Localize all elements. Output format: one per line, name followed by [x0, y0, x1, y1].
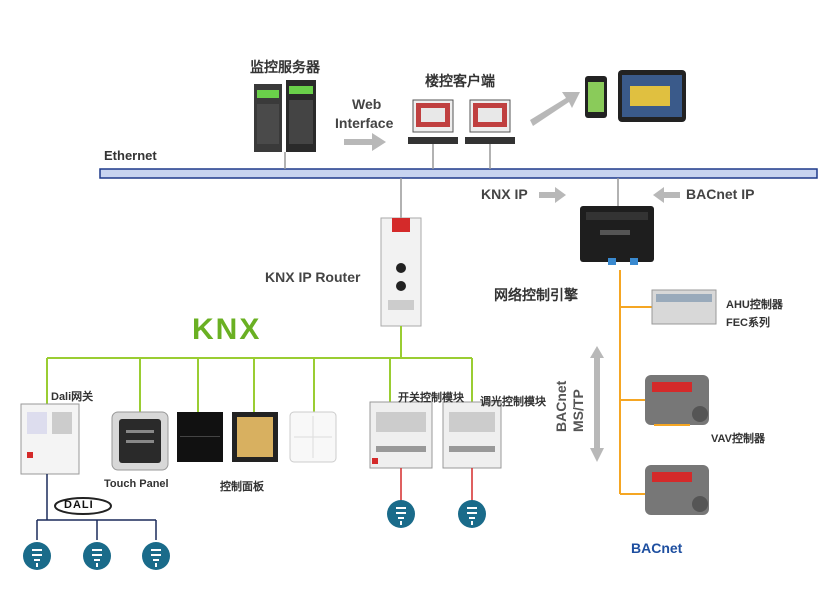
bacnet-mstp-label-1: BACnet [553, 380, 569, 432]
monitor-server-label: 监控服务器 [250, 59, 320, 75]
fec-series-label: FEC系列 [726, 317, 770, 329]
web-interface-label-1: Web [352, 96, 382, 112]
knx-ip-label: KNX IP [481, 186, 528, 202]
building-client-label: 楼控客户端 [425, 73, 495, 89]
knx-bus [46, 326, 473, 412]
knx-logo: KNX [192, 313, 262, 346]
bacnet-mstp-label-2: MS/TP [570, 389, 586, 432]
mobile-arrow [530, 92, 580, 126]
monitor-server-image [254, 80, 316, 152]
knx-ip-router-image [380, 217, 422, 327]
bacnet-logo: BACnet [631, 540, 683, 556]
dali-gateway-label: Dali网关 [51, 391, 94, 403]
vav-controller-2-image [645, 465, 709, 515]
control-panel-label: 控制面板 [220, 481, 264, 493]
ahu-controller-image [651, 289, 717, 325]
control-panel-2-image [232, 412, 278, 462]
network-engine-image [580, 206, 654, 265]
bacnet-mstp-bus [619, 270, 652, 495]
knx-ip-router-label: KNX IP Router [265, 269, 361, 285]
dali-logo [54, 497, 112, 515]
dali-gateway-image [20, 403, 80, 475]
control-panel-3-image [289, 411, 337, 463]
dali-bus [36, 474, 157, 540]
mstp-arrow [590, 346, 604, 462]
client-computers-image [408, 99, 515, 144]
control-panel-1-image [177, 412, 223, 462]
knx-ip-arrow [539, 187, 566, 203]
switch-module-label: 开关控制模块 [398, 392, 464, 404]
web-interface-label-2: Interface [335, 115, 394, 131]
switch-module-image [369, 401, 433, 469]
network-engine-label: 网络控制引擎 [494, 287, 578, 303]
touch-panel-label: Touch Panel [104, 478, 169, 490]
ethernet-label: Ethernet [104, 148, 157, 163]
dimming-module-image [442, 401, 502, 469]
touch-panel-image [111, 411, 169, 471]
mobile-devices-image [585, 70, 686, 122]
vav-controller-label: VAV控制器 [711, 433, 765, 445]
vav-controller-1-image [645, 375, 709, 425]
ethernet-bus [99, 168, 818, 179]
dimming-module-label: 调光控制模块 [480, 396, 546, 408]
ahu-controller-label: AHU控制器 [726, 299, 783, 311]
bacnet-ip-label: BACnet IP [686, 186, 755, 202]
dali-logo-text: DALI [64, 499, 94, 511]
bacnet-ip-arrow [653, 187, 680, 203]
web-interface-arrow [344, 133, 386, 151]
